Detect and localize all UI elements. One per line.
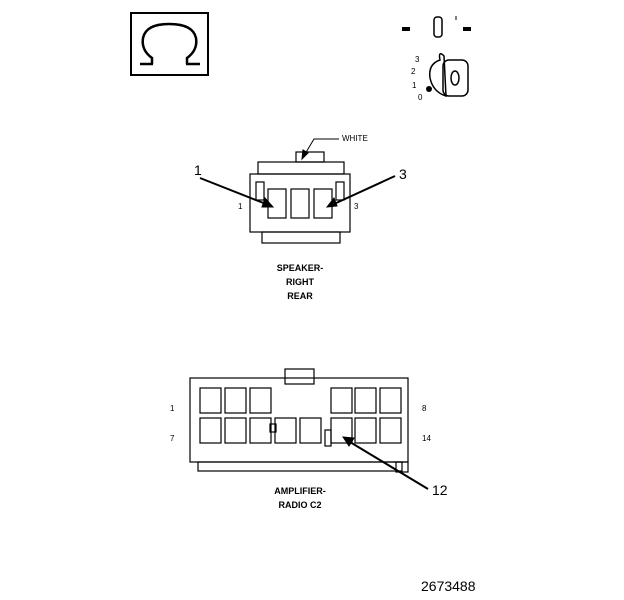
speaker-caption-line-3: REAR <box>287 291 313 301</box>
amp-pin-7-label: 7 <box>170 434 175 443</box>
amp-bottom-row-cavities <box>199 417 402 444</box>
speaker-callout-1: 1 <box>194 162 202 178</box>
speaker-pin-3-label: 3 <box>354 202 359 211</box>
amplifier-connector-body <box>189 368 409 473</box>
connector-color-label: WHITE <box>342 134 368 143</box>
ignition-position-1: 1 <box>412 81 417 90</box>
amplifier-caption: AMPLIFIER- RADIO C2 <box>250 484 350 512</box>
amp-top-row-cavities <box>199 387 402 414</box>
speaker-connector-leader-lines <box>199 138 396 208</box>
figure-number: 2673488 <box>421 578 476 594</box>
ignition-position-3: 3 <box>415 55 420 64</box>
speaker-connector-body <box>249 151 351 244</box>
amp-pin-8-label: 8 <box>422 404 427 413</box>
amp-pin-1-label: 1 <box>170 404 175 413</box>
speaker-pin-1-label: 1 <box>238 202 243 211</box>
amplifier-caption-line-2: RADIO C2 <box>278 500 322 510</box>
ignition-position-0: 0 <box>418 93 423 102</box>
amplifier-connector-leader-line <box>342 436 429 490</box>
amplifier-caption-line-1: AMPLIFIER- <box>274 486 326 496</box>
speaker-caption-line-2: RIGHT <box>286 277 314 287</box>
omega-ground-icon <box>130 12 209 76</box>
speaker-callout-3: 3 <box>399 166 407 182</box>
amp-callout-12: 12 <box>432 482 448 498</box>
amp-pin-14-label: 14 <box>422 434 431 443</box>
speaker-caption: SPEAKER- RIGHT REAR <box>250 261 350 303</box>
ignition-position-2: 2 <box>411 67 416 76</box>
ignition-key-icon <box>402 16 471 98</box>
speaker-caption-line-1: SPEAKER- <box>276 263 324 273</box>
